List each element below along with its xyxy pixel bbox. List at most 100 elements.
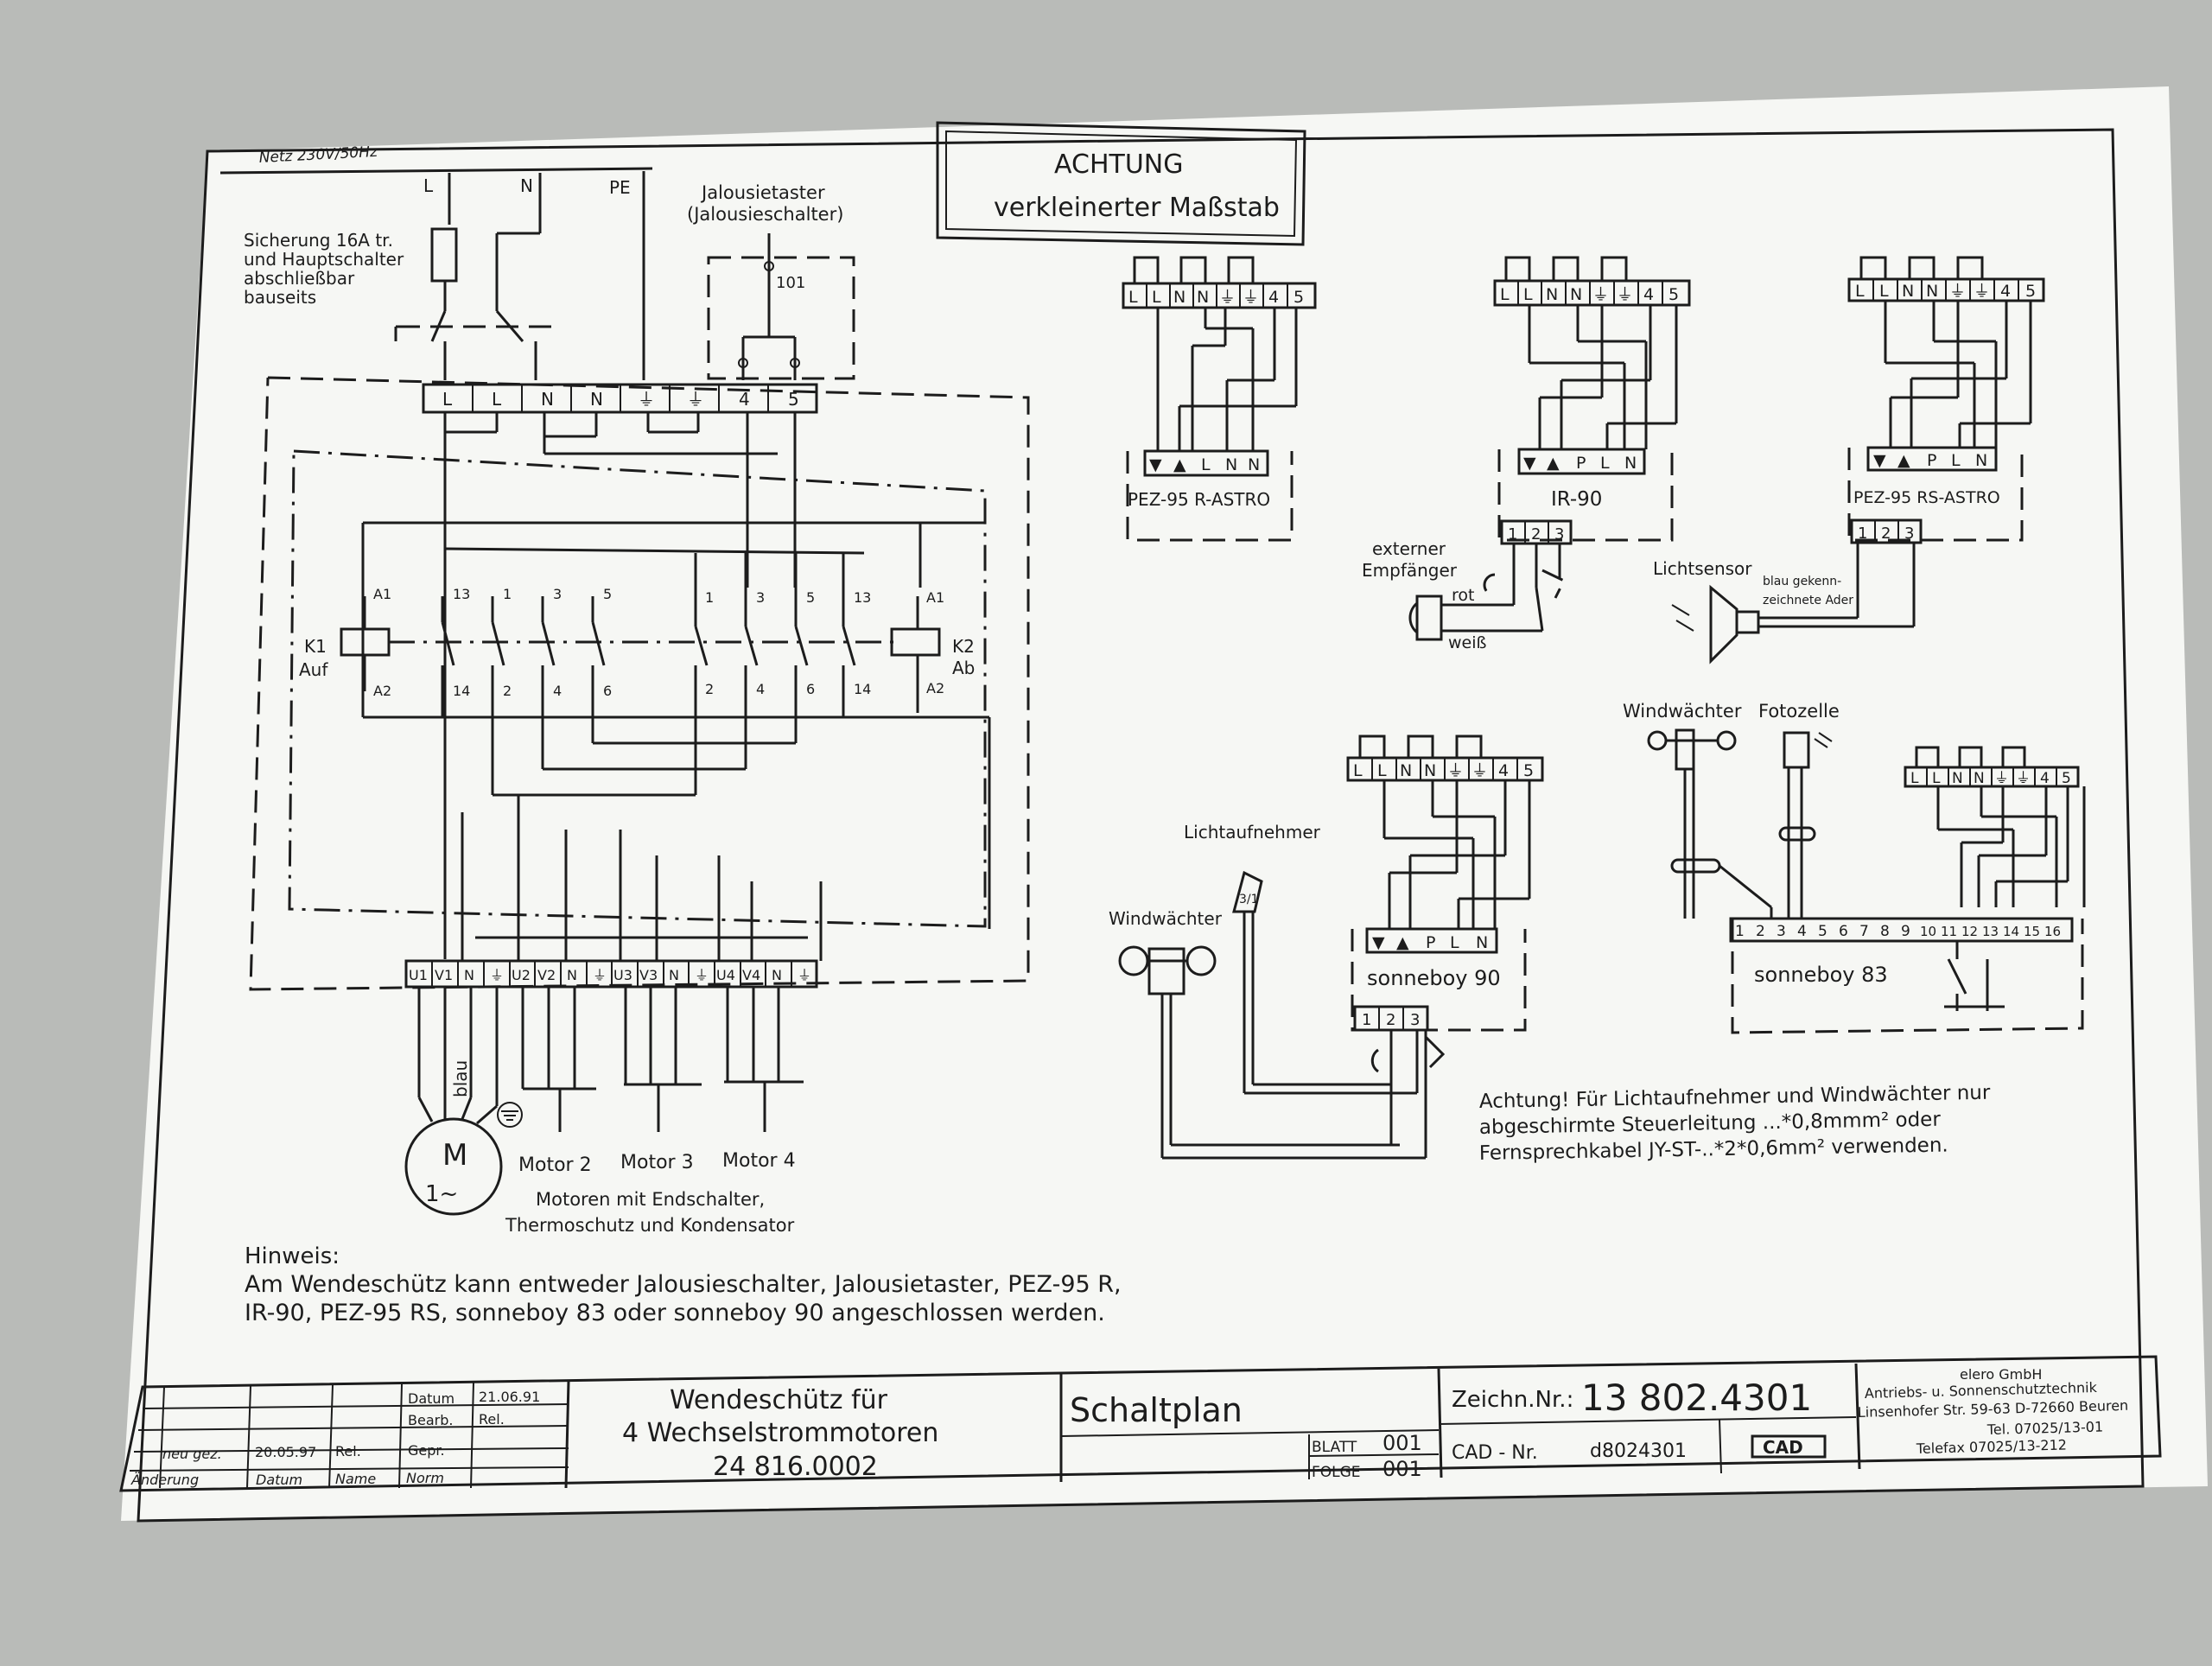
s2-3: N <box>1570 285 1582 304</box>
tb-blatt: 001 <box>1382 1431 1422 1455</box>
term-top-5: ⏚ <box>687 389 704 410</box>
tb-title-3: 24 816.0002 <box>713 1452 878 1482</box>
term-top-1: L <box>492 389 502 410</box>
s1-0: L <box>1128 288 1138 307</box>
k1-c-bot-1: 2 <box>503 683 512 699</box>
sb83-t2: 3 <box>1777 923 1786 940</box>
motor-symbol: M <box>442 1138 467 1173</box>
sonneboy90-wires <box>1382 780 1531 929</box>
term-top-2: N <box>541 389 554 410</box>
hinweis-line1: Am Wendeschütz kann entweder Jalousiesch… <box>245 1271 1122 1298</box>
tb-schaltplan: Schaltplan <box>1070 1391 1243 1429</box>
k1-c-top-2: 3 <box>553 586 562 602</box>
k1-label: Auf <box>299 659 328 680</box>
tb-datum2: Datum <box>256 1472 302 1488</box>
mt-0: U1 <box>409 967 428 983</box>
tb-datum-label: Datum <box>408 1390 454 1407</box>
k1-c-bot-3: 6 <box>603 683 612 699</box>
s3-1: L <box>1879 282 1889 301</box>
sb83-t4: 5 <box>1818 923 1827 940</box>
pez95r-t3: N <box>1225 455 1237 474</box>
sb83-foto: Fotozelle <box>1758 701 1840 722</box>
pez95r-device: ▼ ▲ L N N PEZ-95 R-ASTRO <box>1126 449 1294 542</box>
k2-c-top-0: 1 <box>705 589 714 606</box>
k1-a1: A1 <box>373 586 391 602</box>
s5-2: N <box>1952 770 1963 787</box>
mt-6: N <box>567 967 577 983</box>
s2-1: L <box>1523 285 1533 304</box>
s5-7: 5 <box>2062 770 2071 787</box>
s1-6: 4 <box>1268 288 1279 307</box>
s4-5: ⏚ <box>1471 761 1488 780</box>
k2-name: K2 <box>952 636 975 657</box>
s3-3: N <box>1926 282 1938 301</box>
motor-3-label: Motor 3 <box>620 1152 694 1173</box>
mt-7: ⏚ <box>593 967 607 983</box>
motor-note-2: Thermoschutz und Kondensator <box>505 1215 795 1236</box>
pez95r-name: PEZ-95 R-ASTRO <box>1128 489 1270 510</box>
sb83-t0: 1 <box>1735 923 1745 940</box>
sb90-t1: ▲ <box>1396 933 1409 952</box>
s2-5: ⏚ <box>1617 285 1633 304</box>
fuse-note-4: bauseits <box>244 287 316 308</box>
mt-13: V4 <box>742 967 760 983</box>
s4-6: 4 <box>1498 761 1509 780</box>
mt-10: N <box>669 967 679 983</box>
sonneboy90-device: ▼ ▲ P L N sonneboy 90 1 2 3 <box>1351 927 1527 1032</box>
s3-2: N <box>1902 282 1914 301</box>
pez95rs-ader-1: blau gekenn- <box>1763 575 1841 588</box>
mt-3: ⏚ <box>490 967 504 983</box>
motor-1-symbol <box>404 1117 503 1216</box>
tb-neu-name: Rel. <box>335 1443 361 1459</box>
mt-14: N <box>772 967 782 983</box>
tb-cad: d8024301 <box>1590 1440 1687 1462</box>
s1-5: ⏚ <box>1243 288 1259 307</box>
s4-2: N <box>1400 761 1412 780</box>
tb-cad-label: CAD - Nr. <box>1452 1442 1538 1464</box>
s3-5: ⏚ <box>1974 282 1990 301</box>
tb-company-1: elero GmbH <box>1960 1366 2042 1383</box>
pez95rs-t2: P <box>1927 451 1936 470</box>
sonneboy83-wires <box>1936 786 2086 907</box>
pez95rs-t4: N <box>1975 451 1987 470</box>
ir90-t3: L <box>1600 454 1610 473</box>
k2-a1: A1 <box>926 589 944 606</box>
k1-c-bot-2: 4 <box>553 683 562 699</box>
sb90-b1: 2 <box>1386 1011 1395 1029</box>
mt-1: V1 <box>435 967 453 983</box>
paper-border <box>137 128 2145 1523</box>
sb90-b2: 3 <box>1410 1011 1420 1029</box>
s4-3: N <box>1424 761 1436 780</box>
sb83-t7: 8 <box>1880 923 1890 940</box>
pez95rs-b0: 1 <box>1858 525 1867 543</box>
ir90-strip: L L N N ⏚ ⏚ 4 5 <box>1493 256 1691 307</box>
mt-5: V2 <box>537 967 556 983</box>
sb83-t3: 4 <box>1797 923 1807 940</box>
light-sensor: Lichtsensor blau gekenn- zeichnete Ader <box>1653 543 1916 664</box>
pez95rs-sensor: Lichtsensor <box>1653 558 1752 579</box>
sonneboy83-sensors: Windwächter Fotozelle <box>1623 701 1840 919</box>
sonneboy90-strip: L L N N ⏚ ⏚ 4 5 <box>1346 734 1544 782</box>
term-top-0: L <box>442 389 453 410</box>
s2-2: N <box>1546 285 1558 304</box>
jalousie-subtitle: (Jalousieschalter) <box>687 204 843 225</box>
sonneboy83-device: 1 2 3 4 5 6 7 8 9 10 11 12 13 14 15 16 s… <box>1729 917 2084 1034</box>
s2-0: L <box>1500 285 1510 304</box>
sonneboy83-strip-top: L L N N ⏚ ⏚ 4 5 <box>1904 746 2080 788</box>
mt-11: ⏚ <box>695 967 709 983</box>
sb90-name: sonneboy 90 <box>1367 966 1501 990</box>
mt-15: ⏚ <box>798 967 811 983</box>
pez95rs-strip: L L N N ⏚ ⏚ 4 5 <box>1847 256 2045 302</box>
pez95r-strip: L L N N ⏚ ⏚ 4 5 <box>1122 256 1317 309</box>
sb83-t1: 2 <box>1756 923 1765 940</box>
k1-name: K1 <box>304 636 327 657</box>
mains-pe: PE <box>609 177 631 198</box>
pez95rs-b2: 3 <box>1904 525 1914 543</box>
achtung-line1: ACHTUNG <box>1054 149 1183 180</box>
title-block: Datum 21.06.91 Bearb. Rel. neu gez. 20.0… <box>119 1355 2162 1492</box>
ir90-wires <box>1528 305 1678 449</box>
k2-a2: A2 <box>926 680 944 696</box>
jalousie-code: 101 <box>776 274 805 292</box>
s5-4: ⏚ <box>1994 770 2009 787</box>
sb83-name: sonneboy 83 <box>1754 963 1888 987</box>
